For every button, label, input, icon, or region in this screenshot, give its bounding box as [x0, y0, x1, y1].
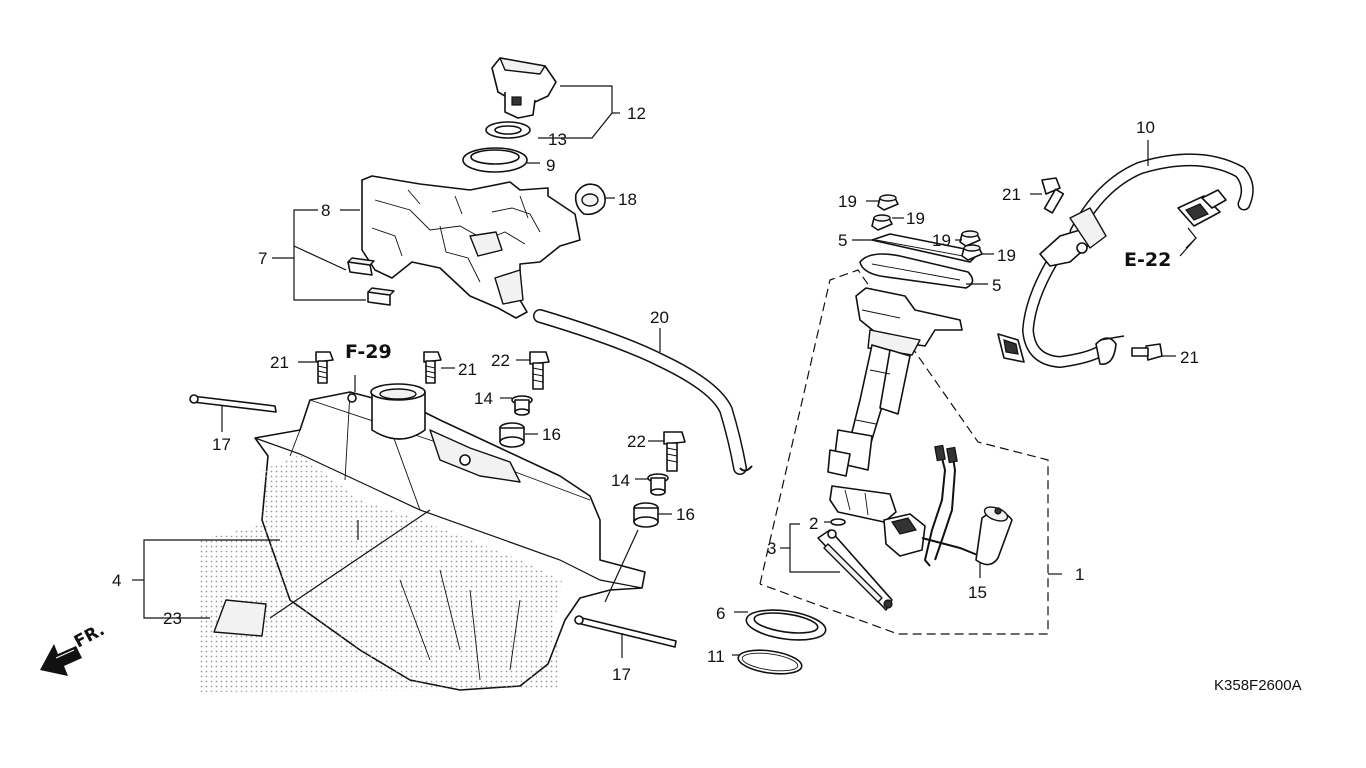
front-direction-arrow: [40, 644, 82, 676]
nut-19-d: [961, 244, 983, 261]
callout-22-b: 22: [627, 432, 646, 451]
callout-5-b: 5: [992, 276, 1001, 295]
fuel-pump-1: [827, 287, 963, 523]
fuel-hose-10: [997, 153, 1254, 369]
nut-19-b: [871, 214, 893, 231]
callout-12: 12: [627, 104, 646, 123]
callout-21-c: 21: [1002, 185, 1021, 204]
bolt-21-b: [423, 351, 442, 384]
reference-e22: E-22: [1124, 249, 1171, 271]
tank-strip-17-left: [189, 394, 277, 413]
bolt-21-c: [1041, 177, 1065, 214]
callout-4: 4: [112, 571, 121, 590]
callout-11: 11: [707, 647, 725, 666]
callout-2: 2: [809, 514, 818, 533]
callout-labels: 12 13 9 18 8 7 20 21 21 22 14 16 17 22 1…: [112, 104, 1199, 684]
callout-16-b: 16: [676, 505, 695, 524]
callout-10: 10: [1136, 118, 1155, 137]
callout-17-b: 17: [612, 665, 631, 684]
callout-1: 1: [1075, 565, 1084, 584]
gasket-6: [745, 609, 827, 641]
fuel-filter-15: [975, 506, 1013, 566]
cap-seal-13: [485, 121, 531, 139]
rubber-pads-7: [347, 257, 395, 306]
callout-19-b: 19: [906, 209, 925, 228]
callout-23: 23: [163, 609, 182, 628]
callout-5-a: 5: [838, 231, 847, 250]
callout-19-a: 19: [838, 192, 857, 211]
callout-21-a: 21: [270, 353, 289, 372]
tank-strip-17-right: [574, 615, 677, 648]
nut-19-c: [959, 230, 981, 247]
setting-plate-5-b: [859, 253, 974, 289]
callout-8: 8: [321, 201, 330, 220]
callout-14-a: 14: [474, 389, 493, 408]
bolt-22-a: [529, 351, 550, 390]
callout-14-b: 14: [611, 471, 630, 490]
callout-16-a: 16: [542, 425, 561, 444]
clip-2: [830, 518, 846, 526]
callout-21-d: 21: [1180, 348, 1199, 367]
o-ring-11: [737, 649, 803, 675]
reference-f29: F-29: [345, 341, 392, 363]
diagram-code: K358F2600A: [1214, 677, 1302, 694]
cushion-16-b: [633, 502, 659, 528]
grommet-18: [574, 183, 606, 216]
bolt-22-b: [663, 431, 686, 472]
callout-18: 18: [618, 190, 637, 209]
fuel-cap: [491, 57, 557, 119]
gasket-9: [462, 147, 528, 173]
tank-bracket-8: [361, 175, 581, 319]
callout-3: 3: [767, 539, 776, 558]
callout-15: 15: [968, 583, 987, 602]
fuel-sender-3: [817, 529, 893, 611]
callout-13: 13: [548, 130, 567, 149]
callout-19-d: 19: [997, 246, 1016, 265]
callout-22-a: 22: [491, 351, 510, 370]
collar-14-a: [511, 395, 533, 416]
breather-hose-20: [533, 309, 753, 475]
callout-19-c: 19: [932, 231, 951, 250]
callout-9: 9: [546, 156, 555, 175]
bolt-21-d: [1131, 343, 1163, 361]
callout-17-a: 17: [212, 435, 231, 454]
callout-21-b: 21: [458, 360, 477, 379]
fuel-tank-4: [200, 383, 646, 692]
callout-6: 6: [716, 604, 725, 623]
nut-19-a: [877, 194, 899, 211]
bolt-21-a: [315, 351, 334, 384]
caution-label-23: [213, 599, 267, 637]
cushion-16-a: [499, 422, 525, 448]
callout-7: 7: [258, 249, 267, 268]
pump-wiring: [883, 444, 981, 567]
callout-20: 20: [650, 308, 669, 327]
collar-14-b: [647, 473, 669, 496]
